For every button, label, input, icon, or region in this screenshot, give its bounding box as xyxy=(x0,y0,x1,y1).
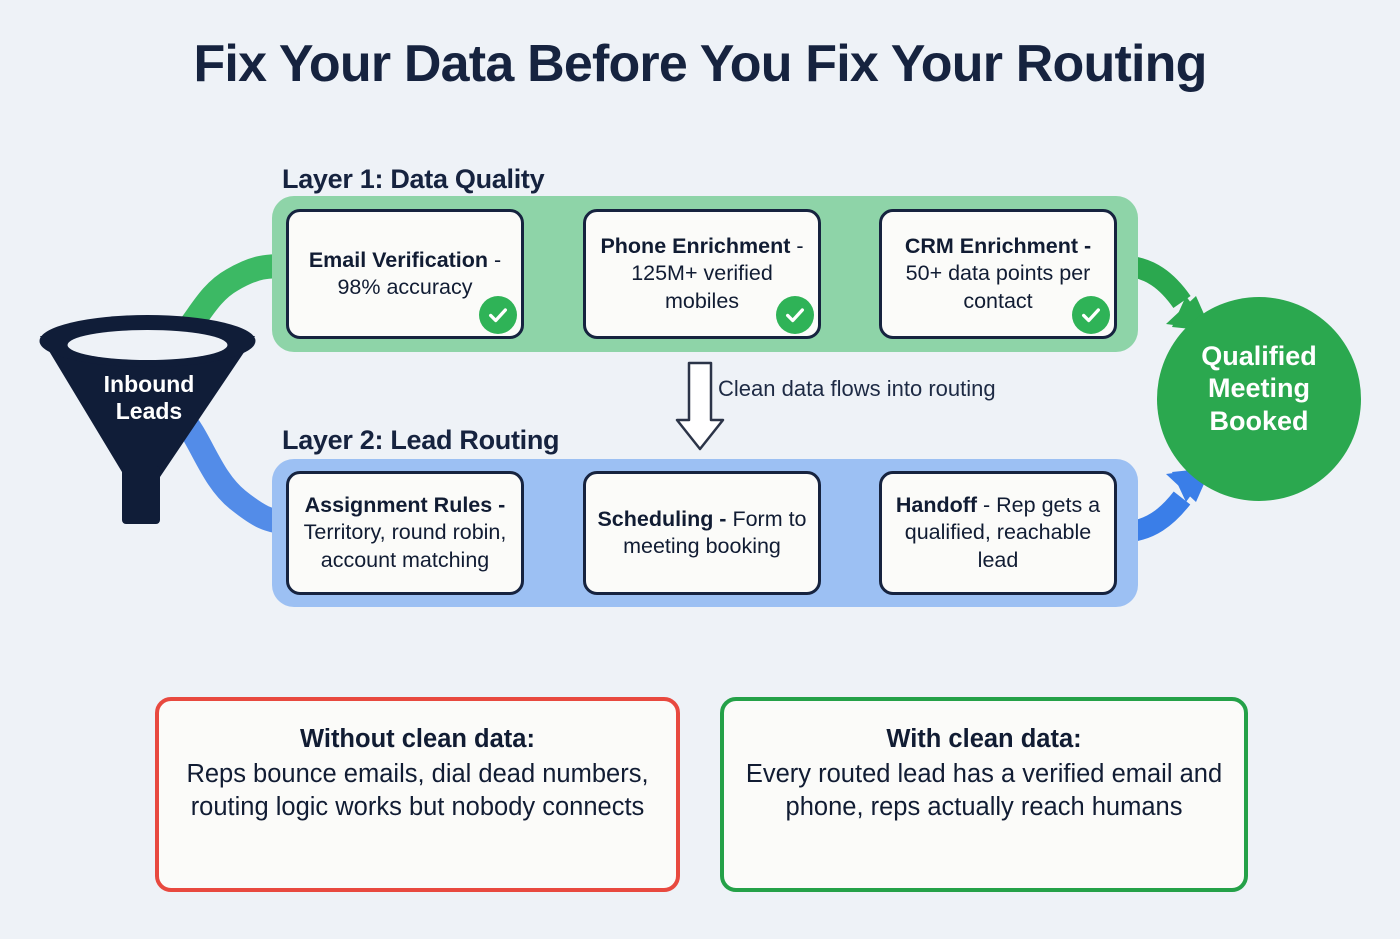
card-phone-enrichment-detail: - 125M+ verified mobiles xyxy=(631,234,804,313)
layer1-label: Layer 1: Data Quality xyxy=(282,164,545,194)
funnel-icon xyxy=(39,315,256,524)
card-scheduling-detail: Form to meeting booking xyxy=(623,506,807,558)
layer2-label: Layer 2: Lead Routing xyxy=(282,425,560,455)
card-assignment-rules-detail: Territory, round robin, account matching xyxy=(303,520,507,572)
arrow-down-icon xyxy=(675,361,725,451)
card-assignment-rules[interactable]: Assignment Rules - Territory, round robi… xyxy=(286,471,524,595)
without-clean-data-box: Without clean data: Reps bounce emails, … xyxy=(155,697,680,892)
card-scheduling-title: Scheduling - xyxy=(597,506,727,531)
card-phone-enrichment-title: Phone Enrichment xyxy=(600,234,791,259)
check-icon xyxy=(479,296,517,334)
card-email-verification-title: Email Verification xyxy=(308,247,489,272)
with-clean-data-heading: With clean data: xyxy=(886,725,1082,753)
card-assignment-rules-title: Assignment Rules - xyxy=(304,493,506,518)
card-scheduling[interactable]: Scheduling - Form to meeting booking xyxy=(583,471,821,595)
card-email-verification-detail: - 98% accuracy xyxy=(337,247,502,299)
card-handoff[interactable]: Handoff - Rep gets a qualified, reachabl… xyxy=(879,471,1117,595)
card-crm-enrichment-detail: 50+ data points per contact xyxy=(905,261,1091,313)
check-icon xyxy=(776,296,814,334)
without-clean-data-heading: Without clean data: xyxy=(300,725,535,753)
outcome-circle xyxy=(1157,297,1361,501)
with-clean-data-body: Every routed lead has a verified email a… xyxy=(745,760,1223,822)
card-crm-enrichment-title: CRM Enrichment - xyxy=(904,234,1092,259)
card-email-verification[interactable]: Email Verification - 98% accuracy xyxy=(286,209,524,339)
page-title: Fix Your Data Before You Fix Your Routin… xyxy=(193,35,1207,93)
card-handoff-title: Handoff xyxy=(895,493,978,518)
flow-caption: Clean data flows into routing xyxy=(718,376,996,401)
check-icon xyxy=(1072,296,1110,334)
card-handoff-detail: - Rep gets a qualified, reachable lead xyxy=(904,493,1101,572)
with-clean-data-box: With clean data: Every routed lead has a… xyxy=(720,697,1248,892)
without-clean-data-body: Reps bounce emails, dial dead numbers, r… xyxy=(186,760,649,822)
